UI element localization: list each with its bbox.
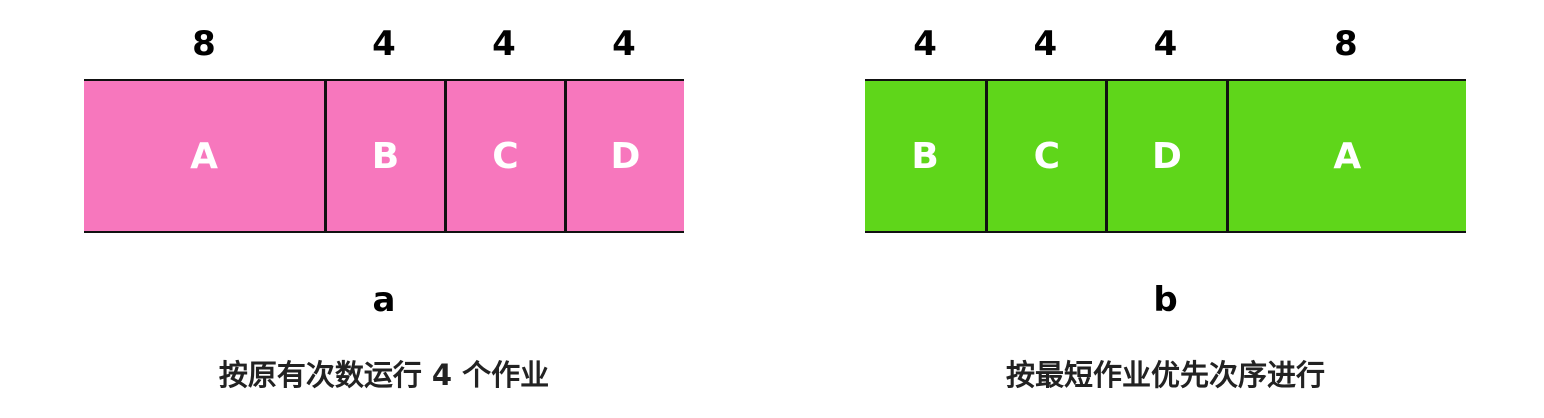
panel-label: a [372, 280, 396, 320]
job-a-block: A [1225, 81, 1466, 231]
job-c-block: C [444, 81, 564, 231]
job-d-duration: 4 [1153, 24, 1178, 64]
job-a-duration: 8 [192, 24, 216, 64]
job-a-block: A [84, 81, 324, 231]
job-c-duration: 4 [1033, 24, 1058, 64]
panel-label: b [1153, 280, 1178, 320]
job-d-duration: 4 [612, 24, 636, 64]
job-b-block: B [865, 81, 986, 231]
job-d-block: D [1105, 81, 1226, 231]
job-b-duration: 4 [372, 24, 396, 64]
duration-labels: 8 4 4 4 [84, 22, 684, 66]
panel-caption: 按原有次数运行 4 个作业 [218, 358, 550, 392]
job-c-duration: 4 [492, 24, 516, 64]
duration-labels: 4 4 4 8 [865, 22, 1466, 66]
job-c-block: C [985, 81, 1106, 231]
job-b-block: B [324, 81, 444, 231]
job-a-duration: 8 [1333, 24, 1358, 64]
job-b-duration: 4 [913, 24, 937, 64]
panel-caption: 按最短作业优先次序进行 [1005, 358, 1325, 392]
job-d-block: D [564, 81, 684, 231]
